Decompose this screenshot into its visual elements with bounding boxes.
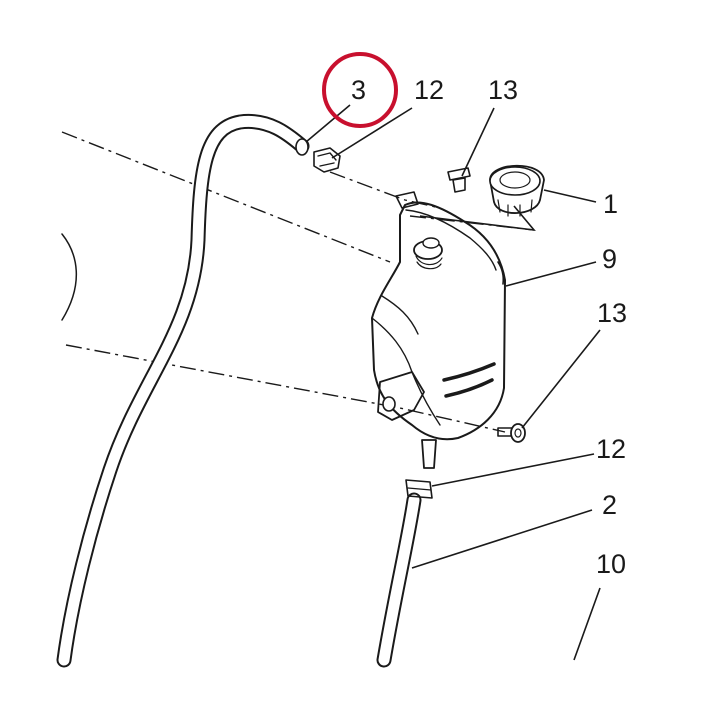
callout-13-bottom: 13 (597, 298, 627, 328)
callout-1: 1 (603, 189, 618, 219)
callout-13-top: 13 (488, 75, 518, 105)
leader-lines (305, 104, 601, 661)
centerline-top (61, 131, 391, 263)
clamp-bottom (405, 479, 433, 499)
frame-curve (61, 233, 77, 321)
callout-12-top: 12 (414, 75, 444, 105)
centerline-screw-top (329, 171, 441, 209)
leader-clamp-top (331, 107, 413, 159)
leader-cap (543, 189, 597, 203)
callout-12-bottom: 12 (596, 434, 626, 464)
lower-hose (376, 492, 422, 668)
leader-tank (505, 261, 597, 287)
callout-10: 10 (596, 549, 626, 579)
leader-upper-hose (305, 104, 351, 143)
screw-top (447, 167, 471, 193)
callout-3: 3 (351, 75, 366, 105)
screw-bottom (497, 423, 526, 443)
leader-clamp-bottom (431, 453, 595, 487)
callout-2: 2 (602, 490, 617, 520)
leader-cap-fork (419, 205, 536, 232)
callout-labels: 3 12 13 1 9 13 12 2 10 (351, 75, 627, 579)
leader-frame (573, 587, 601, 661)
clamp-top (313, 147, 341, 173)
leader-screw-top (461, 107, 495, 177)
centerline-bottom (65, 344, 506, 433)
callout-9: 9 (602, 244, 617, 274)
filler-cap (489, 164, 545, 217)
leader-screw-bottom (521, 329, 601, 429)
upper-hose (56, 113, 310, 668)
leader-lower-hose (411, 509, 593, 569)
expansion-tank (371, 191, 506, 469)
highlight-circle (322, 52, 398, 128)
